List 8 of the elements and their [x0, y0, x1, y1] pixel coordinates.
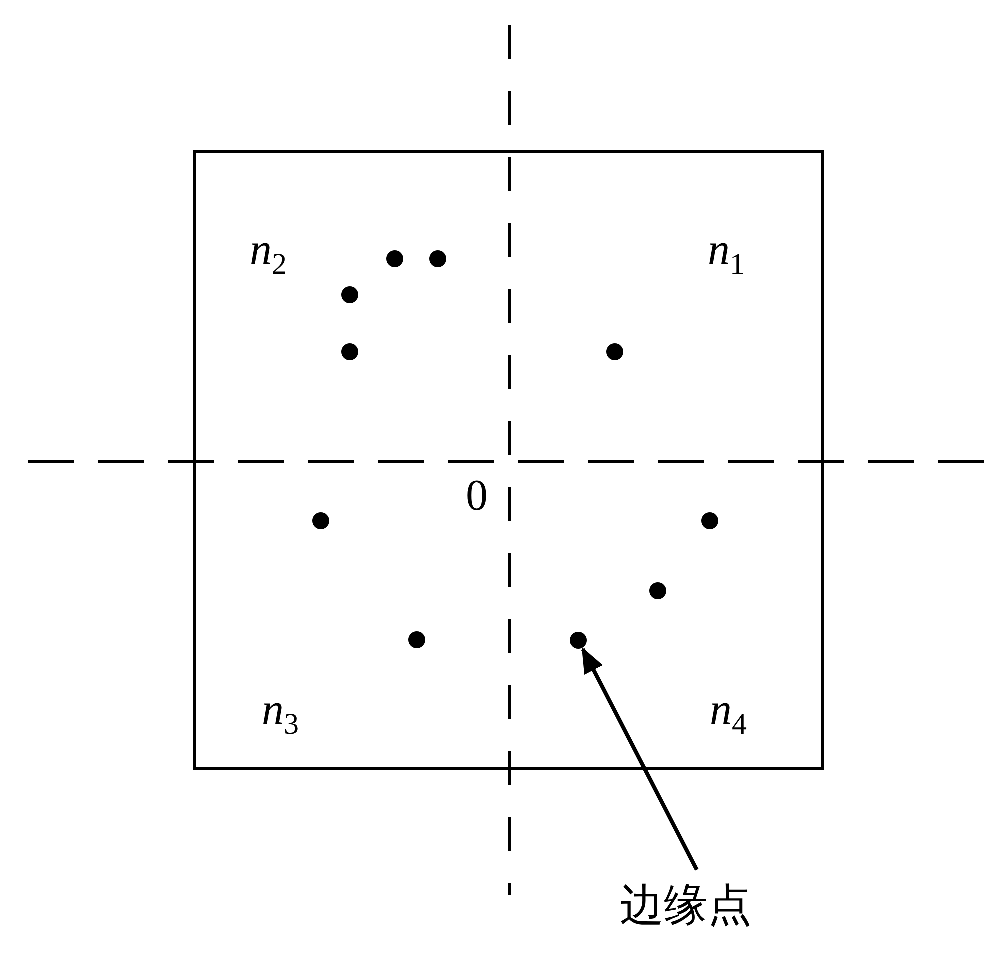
quadrant-label: n$_{3}$ — [262, 688, 299, 740]
leader-line — [581, 647, 699, 871]
quadrant-label: n$_{2}$ — [250, 228, 287, 280]
quadrant-label: n$_{4}$ — [710, 688, 747, 740]
edge-point-dot — [570, 632, 587, 649]
origin-label: 0 — [466, 474, 488, 518]
callout-text: 边缘点 — [620, 884, 752, 928]
quadrant-label: n$_{1}$ — [708, 228, 745, 280]
